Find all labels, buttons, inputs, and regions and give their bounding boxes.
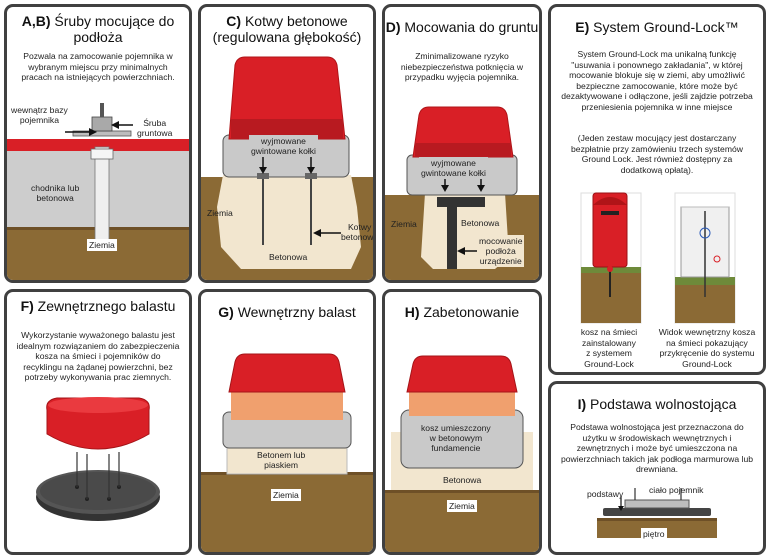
- panel-concrete-anchors: C) Kotwy betonowe (regulowana głębokość)…: [198, 4, 376, 283]
- panel-description: Pozwala na zamocowanie pojemnika w wybra…: [21, 51, 175, 83]
- concreted-bin-diagram: [385, 355, 539, 552]
- concrete-anchor-diagram: [201, 56, 373, 280]
- freestanding-base-diagram: [597, 488, 717, 538]
- panel-title: F) Zewnętrznego balastu: [20, 298, 176, 314]
- label-ground-bolt: Śruba gruntowa: [137, 118, 173, 138]
- external-ballast-diagram: [36, 397, 160, 521]
- panel-title: G) Wewnętrzny balast: [218, 304, 356, 320]
- caption-interior-view: Widok wewnętrzny kosza na śmieci pokazuj…: [658, 327, 756, 369]
- label-concrete-anchors: Kotwy betonowe: [341, 222, 376, 242]
- panel-description: Zminimalizowane ryzyko niebezpieczeństwa…: [400, 51, 524, 83]
- panel-title: A,B) Śruby mocujące do podłoża: [21, 13, 175, 45]
- label-concrete: Betonowa: [269, 252, 308, 262]
- label-ground: Ziemia: [447, 500, 477, 512]
- label-concrete: Betonowa: [443, 475, 482, 485]
- caption-installed-bin: kosz na śmieci zainstalowany z systemem …: [580, 327, 638, 369]
- label-inside-base: wewnątrz bazy pojemnika: [11, 105, 68, 125]
- panel-internal-ballast: G) Wewnętrzny balast Betonem lub piaskie…: [198, 289, 376, 555]
- panel-description: Wykorzystanie wyważonego balastu jest id…: [16, 330, 180, 383]
- panel-description: System Ground-Lock ma unikalną funkcję "…: [561, 49, 753, 112]
- panel-external-ballast: F) Zewnętrznego balastu Wykorzystanie wy…: [4, 289, 192, 555]
- panel-title: H) Zabetonowanie: [404, 304, 520, 320]
- internal-ballast-diagram: [201, 353, 373, 552]
- label-pavement: chodnika lub betonowa: [29, 182, 82, 204]
- panel-title-line2: (regulowana głębokość): [212, 29, 362, 45]
- panel-ground-lock: E) System Ground-Lock™ System Ground-Loc…: [548, 4, 766, 375]
- panel-ground-mounts: D) Mocowania do gruntu Zminimalizowane r…: [382, 4, 542, 283]
- panel-ground-bolts: A,B) Śruby mocujące do podłoża Pozwala n…: [4, 4, 192, 283]
- panel-description: Podstawa wolnostojąca jest przeznaczona …: [560, 422, 754, 475]
- label-removable-studs: wyjmowane gwintowane kołki: [249, 135, 318, 157]
- label-concrete: Betonowa: [461, 218, 500, 228]
- label-ground: Ziemia: [87, 239, 117, 251]
- label-bin-body: ciało pojemnik: [649, 485, 704, 495]
- label-ground-mount-device: mocowanie podłoża urządzenie: [477, 235, 525, 267]
- panel-note: (Jeden zestaw mocujący jest dostarczany …: [571, 133, 743, 175]
- label-concrete-or-sand: Betonem lub piaskiem: [255, 449, 308, 471]
- label-feet: podstawy: [587, 489, 624, 499]
- label-bin-in-foundation: kosz umieszczony w betonowym fundamencie: [421, 423, 491, 453]
- ground-lock-photos: [580, 192, 736, 324]
- label-ground: Ziemia: [271, 489, 301, 501]
- panel-title: D) Mocowania do gruntu: [385, 19, 539, 35]
- panel-freestanding-base: I) Podstawa wolnostojąca Podstawa wolnos…: [548, 381, 766, 555]
- label-floor: piętro: [641, 528, 667, 540]
- panel-title: C) Kotwy betonowe: [226, 13, 348, 29]
- panel-title: I) Podstawa wolnostojąca: [577, 396, 737, 412]
- panel-concreted: H) Zabetonowanie kosz umieszczony w beto…: [382, 289, 542, 555]
- label-ground: Ziemia: [207, 208, 233, 218]
- label-ground: Ziemia: [391, 219, 417, 229]
- panel-title: E) System Ground-Lock™: [575, 19, 739, 35]
- label-removable-studs: wyjmowane gwintowane kołki: [419, 157, 488, 179]
